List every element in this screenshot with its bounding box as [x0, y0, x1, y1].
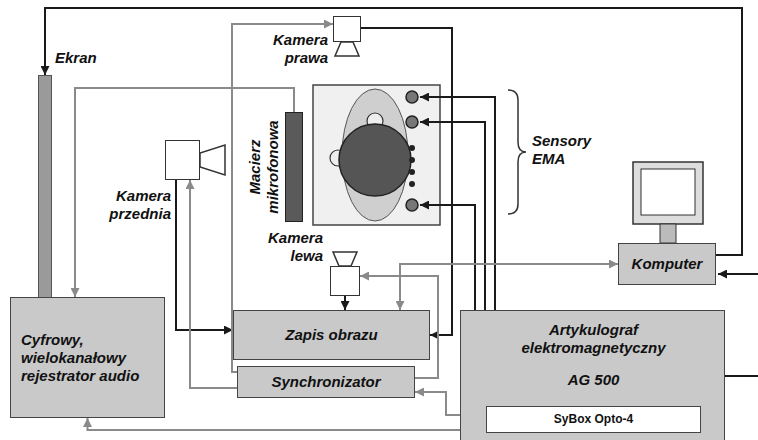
input-wire — [718, 273, 758, 275]
camera-lens — [200, 145, 225, 175]
bracket — [508, 90, 526, 214]
node-text: AG 500 — [501, 371, 686, 389]
monitor-screen — [641, 169, 695, 215]
output-wire — [725, 375, 758, 377]
module-box: SyBox Opto-4 — [486, 406, 701, 433]
sensor-dot — [409, 181, 415, 187]
monitor-symbol — [633, 162, 703, 224]
camera-box: Kamera przednia — [165, 140, 200, 180]
connector-arrow — [88, 418, 487, 430]
node-text: Zapis obrazu — [285, 326, 378, 344]
camera-box: Kamera prawa — [333, 16, 361, 42]
microphone-array: Macierz mikrofonowa — [285, 112, 303, 222]
sensor-symbol — [406, 91, 418, 103]
process-box: Zapis obrazu — [233, 310, 430, 360]
device-box: Artykulograf elektromagnetyczny AG 500SyB… — [460, 310, 725, 440]
node-text: Kamera przednia — [91, 187, 171, 223]
node-text: Kamera prawa — [262, 31, 328, 67]
sensor-wire — [420, 205, 475, 310]
process-box: Komputer — [618, 243, 716, 285]
connector-arrow — [176, 180, 233, 330]
node-text: Ekran — [55, 49, 97, 67]
connector-arrow — [75, 88, 294, 297]
node-text: Artykulograf elektromagnetyczny — [501, 321, 686, 357]
camera-lens — [333, 252, 357, 266]
connector-arrow — [45, 8, 742, 255]
node-text: SyBox Opto-4 — [554, 412, 633, 426]
annotation-label: Sensory EMA — [532, 132, 602, 168]
sensor-symbol — [406, 116, 418, 128]
camera-box: Kamera lewa — [330, 266, 360, 296]
process-box: Cyfrowy, wielokanałowy rejestrator audio — [10, 297, 165, 418]
process-box: Synchronizator — [237, 366, 415, 398]
node-text: Kamera lewa — [251, 229, 323, 265]
connector-arrow — [400, 264, 618, 310]
node-text: Cyfrowy, wielokanałowy rejestrator audio — [21, 331, 149, 385]
sensor-dot — [409, 145, 415, 151]
node-text: Macierz mikrofonowa — [246, 112, 282, 222]
monitor-stand — [660, 224, 676, 243]
sensor-dot — [409, 157, 415, 163]
node-text: Komputer — [632, 255, 703, 273]
sensor-wire — [420, 97, 495, 310]
camera-lens — [335, 42, 359, 56]
connector-arrow — [344, 296, 346, 310]
head-symbol — [339, 124, 411, 196]
sensor-symbol — [406, 199, 418, 211]
sensor-dot — [409, 169, 415, 175]
node-text: Synchronizator — [271, 373, 380, 391]
connector-arrow — [190, 180, 237, 388]
